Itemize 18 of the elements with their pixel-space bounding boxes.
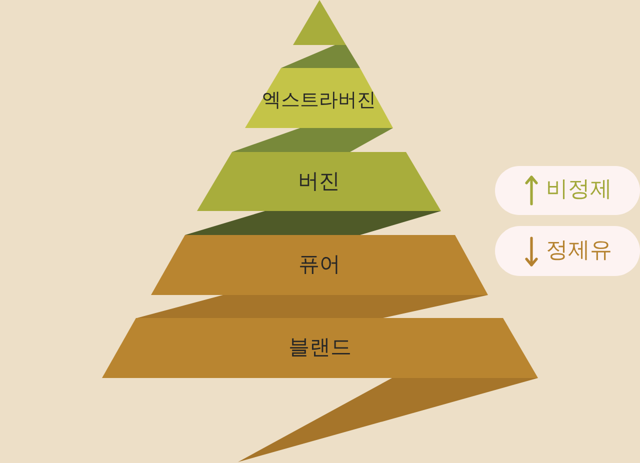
- ribbon-fold: [281, 45, 360, 68]
- pill-badge: [495, 166, 640, 215]
- ribbon-fold: [137, 295, 488, 318]
- pyramid-tier: [102, 318, 538, 378]
- pyramid-top: [293, 0, 346, 45]
- ribbon-fold: [185, 211, 441, 235]
- pyramid-tier: [245, 68, 393, 128]
- tier-label: 버진: [298, 170, 340, 194]
- badge-label: 비정제: [546, 178, 612, 203]
- badge-label: 정제유: [546, 238, 612, 264]
- tier-label: 퓨어: [298, 253, 340, 277]
- pyramid-tier: [197, 152, 441, 211]
- tier-label: 엑스트라버진: [262, 90, 376, 111]
- ribbon-tail: [238, 378, 538, 462]
- pill-badge: [495, 226, 640, 276]
- tier-label: 블랜드: [288, 336, 352, 360]
- ribbon-fold: [232, 128, 393, 152]
- pyramid-tier: [151, 235, 488, 295]
